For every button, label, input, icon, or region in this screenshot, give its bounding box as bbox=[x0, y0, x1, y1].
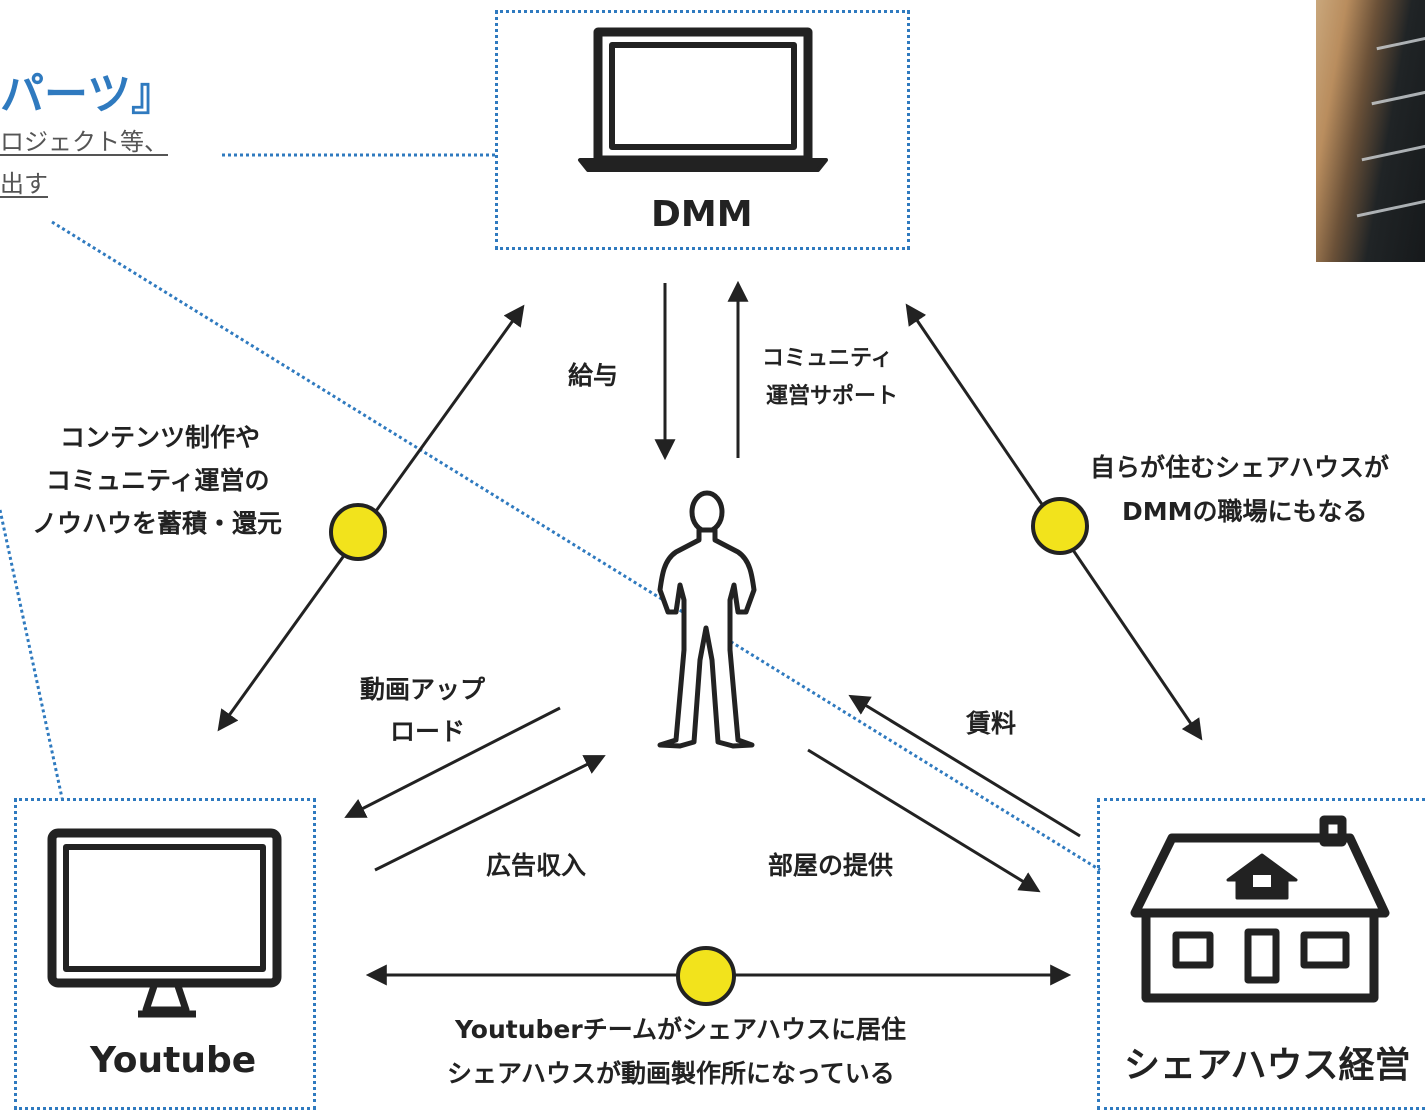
arrow-ad-revenue bbox=[374, 755, 606, 872]
flow-salary: 給与 bbox=[568, 361, 619, 390]
relation-bottom-line1: Youtuberチームがシェアハウスに居住 bbox=[455, 1015, 906, 1044]
monitor-icon bbox=[47, 828, 282, 1018]
dmm-label: DMM bbox=[651, 194, 753, 235]
relation-left-line2: コミュニティ運営の bbox=[46, 466, 270, 495]
relation-node-left bbox=[329, 503, 387, 561]
flow-video-upload-line2: ロード bbox=[390, 717, 466, 746]
dmm-box bbox=[495, 10, 910, 250]
relation-node-right bbox=[1031, 497, 1089, 555]
relation-left-line3: ノウハウを蓄積・還元 bbox=[32, 509, 283, 538]
flow-community-support-line1: コミュニティ bbox=[762, 346, 893, 371]
section-title: パーツ』 bbox=[0, 69, 176, 120]
relation-right-line1: 自らが住むシェアハウスが bbox=[1090, 453, 1390, 482]
flow-room-provision: 部屋の提供 bbox=[768, 851, 894, 880]
laptop-icon bbox=[578, 27, 828, 172]
connector-diagonal bbox=[51, 220, 1101, 872]
flow-community-support-line2: 運営サポート bbox=[766, 384, 899, 409]
person-photo bbox=[1316, 0, 1425, 262]
relation-left-line1: コンテンツ制作や bbox=[60, 423, 261, 452]
flow-rent: 賃料 bbox=[966, 709, 1017, 738]
person-icon bbox=[657, 490, 757, 749]
relation-right-line2: DMMの職場にもなる bbox=[1122, 497, 1368, 526]
sharehouse-label: シェアハウス経営 bbox=[1124, 1045, 1411, 1086]
caption-line-2: 出す bbox=[0, 170, 48, 198]
house-icon bbox=[1130, 815, 1390, 1003]
arrow-room-provision bbox=[807, 748, 1041, 893]
flow-video-upload-line1: 動画アップ bbox=[360, 675, 486, 704]
arrow-video-upload bbox=[344, 706, 561, 818]
relation-bottom-line2: シェアハウスが動画製作所になっている bbox=[447, 1059, 895, 1088]
caption-line-1: ロジェクト等、 bbox=[0, 128, 168, 156]
arrow-rent bbox=[848, 694, 1081, 838]
relation-node-bottom bbox=[676, 946, 736, 1006]
flow-ad-revenue: 広告収入 bbox=[486, 851, 587, 880]
youtube-label: Youtube bbox=[90, 1040, 257, 1081]
connector-to-youtube bbox=[0, 509, 64, 799]
